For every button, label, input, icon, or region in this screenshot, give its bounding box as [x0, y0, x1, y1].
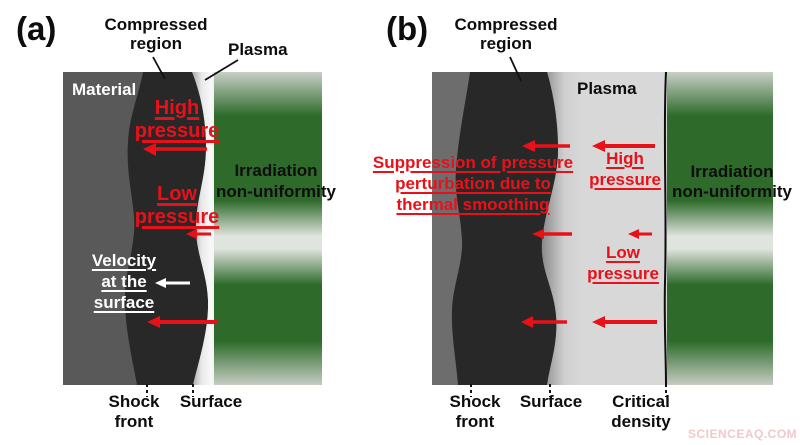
surface-label-a: Surface — [179, 392, 243, 411]
high-pressure-label-b: High pressure — [589, 149, 661, 189]
high-pressure-inner-arrow-b — [522, 140, 570, 152]
bottom-inner-arrow-b — [521, 316, 567, 328]
panel-a-diagram — [63, 72, 322, 385]
low-pressure-label-b: Low pressure — [587, 243, 659, 283]
compressed-region-label-b: Compressed region — [454, 15, 558, 53]
shock-front-label-b: Shock front — [449, 392, 501, 431]
low-pressure-outer-arrow-b — [628, 229, 652, 239]
compressed-region-label-a: Compressed region — [104, 15, 208, 53]
suppression-label-b: Suppression of pressure perturbation due… — [372, 153, 574, 214]
irradiation-region-b — [667, 72, 773, 385]
plasma-strip-a — [192, 72, 215, 385]
bottom-outer-arrow-b — [592, 316, 657, 328]
high-pressure-outer-arrow-b — [592, 140, 655, 152]
critical-density-line — [663, 72, 667, 385]
bottom-pressure-arrow-a — [147, 316, 217, 328]
surface-label-b: Surface — [519, 392, 583, 411]
critical-density-label-b: Critical density — [611, 392, 671, 431]
plasma-pointer-a — [204, 59, 239, 81]
velocity-at-surface-label-a: Velocity at the surface — [91, 251, 157, 312]
plasma-label-b: Plasma — [577, 79, 637, 98]
irradiation-region-a — [214, 72, 322, 385]
low-pressure-label-a: Low pressure — [134, 183, 220, 228]
material-label-a: Material — [72, 80, 137, 99]
plasma-region-b — [541, 72, 673, 385]
compressed-region-pointer-a — [152, 56, 166, 80]
panel-b-diagram — [432, 72, 773, 385]
shock-front-label-a: Shock front — [108, 392, 160, 431]
irradiation-nonuniformity-label-b: Irradiation non-uniformity — [672, 162, 792, 201]
compressed-region-pointer-b — [509, 56, 522, 82]
plasma-label-a: Plasma — [228, 40, 288, 59]
high-pressure-arrow-a — [143, 143, 207, 156]
watermark: SCIENCEAQ.COM — [688, 427, 798, 441]
velocity-arrow-a — [155, 278, 190, 288]
panel-b-label: (b) — [386, 10, 429, 47]
panel-a-label: (a) — [16, 10, 57, 47]
low-pressure-arrow-a — [186, 229, 211, 239]
high-pressure-label-a: High pressure — [134, 97, 220, 142]
low-pressure-inner-arrow-b — [532, 229, 572, 239]
irradiation-nonuniformity-label-a: Irradiation non-uniformity — [216, 161, 336, 201]
